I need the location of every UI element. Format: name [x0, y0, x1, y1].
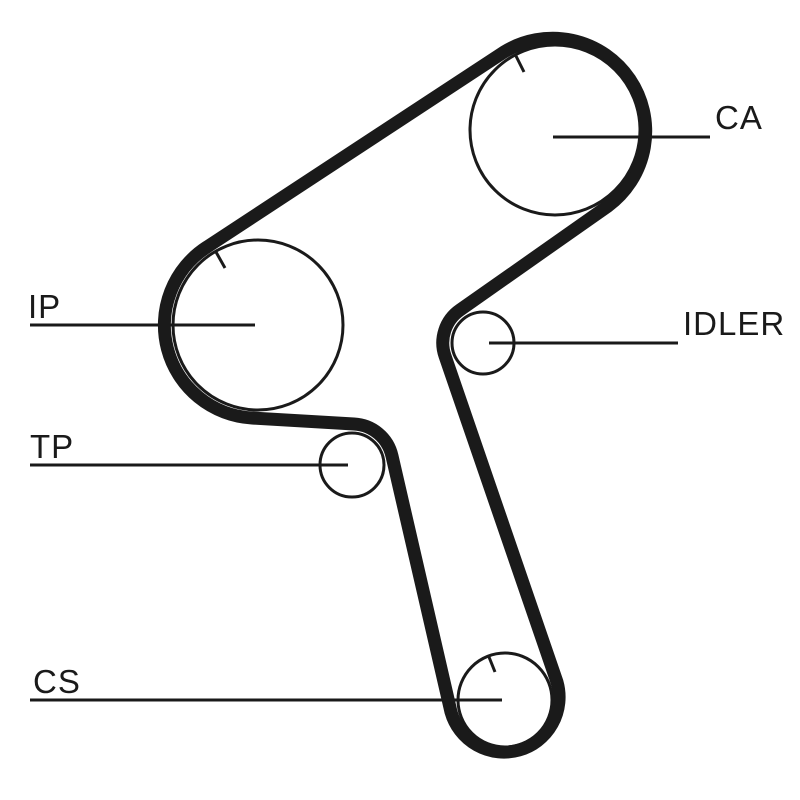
cs-label: CS — [33, 663, 81, 700]
injection-pump-timing-mark — [214, 251, 227, 269]
camshaft-timing-mark — [514, 55, 526, 73]
ca-label: CA — [715, 99, 763, 136]
timing-belt-path — [157, 31, 653, 759]
crankshaft-timing-mark — [487, 656, 497, 673]
ip-label: IP — [28, 288, 62, 325]
camshaft-pulley-circle — [468, 43, 642, 217]
idler-label: IDLER — [683, 305, 786, 342]
tp-label: TP — [30, 428, 75, 465]
